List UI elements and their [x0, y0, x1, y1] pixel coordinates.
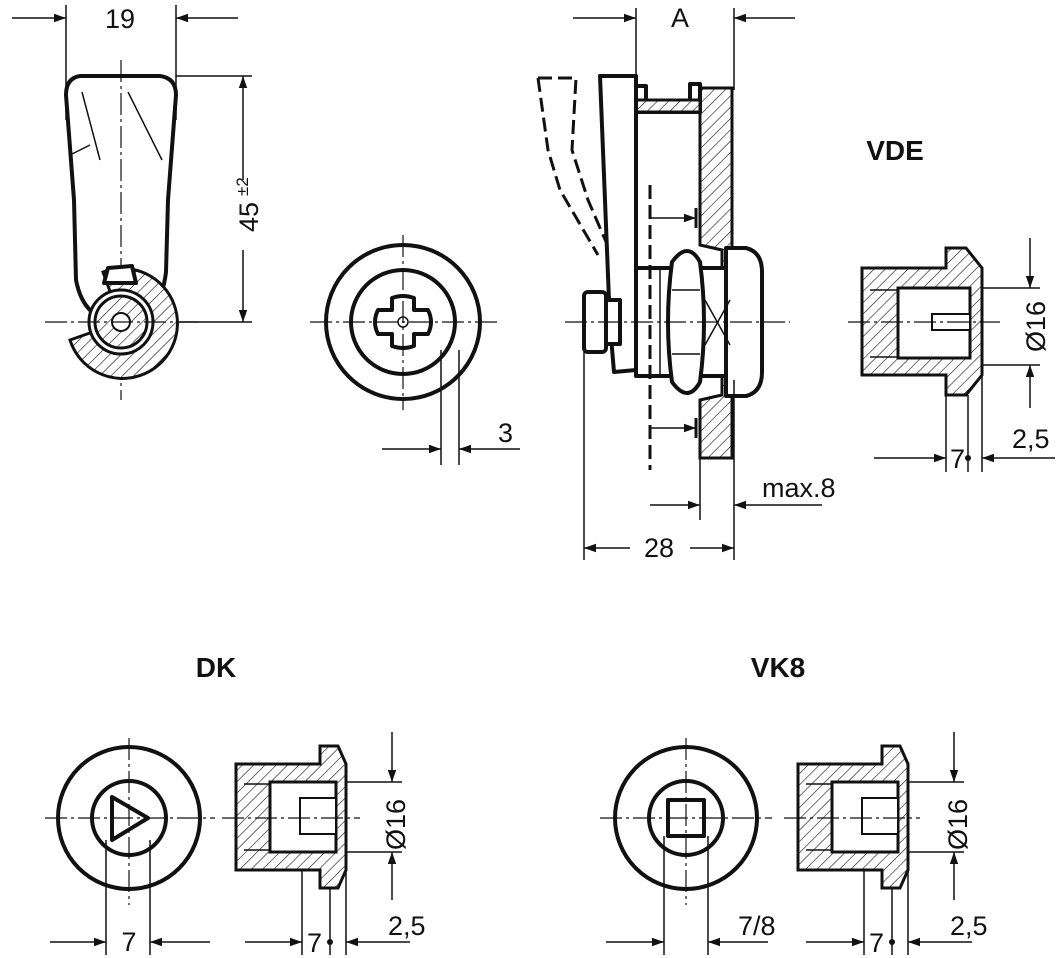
vde-7-label: 7: [950, 444, 965, 474]
dim-28-label: 28: [644, 533, 674, 563]
front-view-circle: 3: [310, 235, 520, 465]
vde-d16-label: Ø16: [1021, 301, 1051, 352]
vk8-2-5-label: 2,5: [950, 911, 988, 941]
vde-2-5-label: 2,5: [1012, 424, 1050, 454]
dk-7-label: 7: [121, 927, 136, 957]
vk8-title: VK8: [751, 652, 805, 683]
dk-views: DK 7 Ø16 7 2,5: [45, 652, 426, 958]
dim-3-label: 3: [498, 418, 513, 448]
dk-d16-label: Ø16: [381, 799, 411, 850]
dk-title: DK: [196, 652, 236, 683]
dim-19-label: 19: [105, 4, 135, 34]
dim-A-label: A: [671, 3, 689, 33]
assembly-view: A max.8: [536, 3, 836, 563]
vk8-views: VK8 7/8 Ø16 7 2,5: [600, 652, 988, 958]
vk8-7-8-label: 7/8: [738, 911, 776, 941]
vde-title: VDE: [866, 135, 924, 166]
dim-max8-label: max.8: [762, 473, 836, 503]
vde-section: VDE Ø16 7 2,5: [848, 135, 1055, 474]
dk-7b-label: 7: [307, 928, 322, 958]
vk8-d16-label: Ø16: [943, 799, 973, 850]
lever-view: 19 45 ±2: [12, 4, 264, 400]
dim-45-tolerance: ±2: [233, 177, 252, 196]
dk-2-5-label: 2,5: [388, 911, 426, 941]
dim-45-label: 45: [234, 202, 264, 232]
vk8-7-label: 7: [869, 928, 884, 958]
